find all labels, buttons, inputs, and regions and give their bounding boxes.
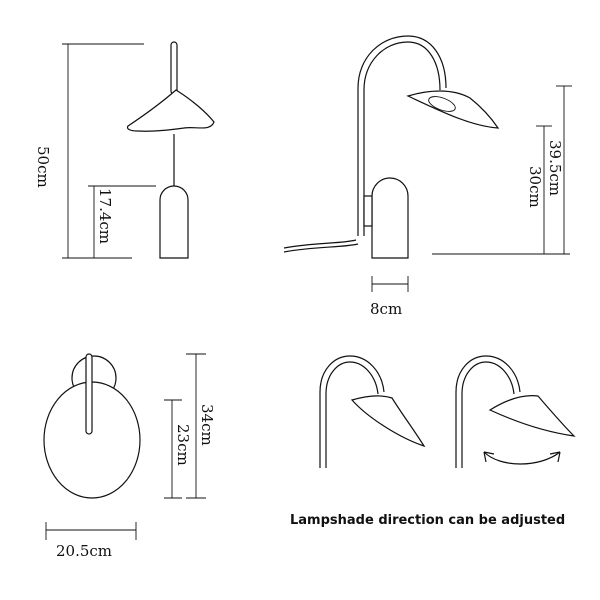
arc-arm-adjust-2-outer bbox=[455, 355, 521, 468]
arc-arm-adjust-1-outer bbox=[319, 355, 385, 468]
adjustment-view-2 bbox=[455, 355, 576, 468]
rotation-arrow bbox=[483, 451, 561, 465]
dim-total-height-label: 50cm bbox=[34, 146, 52, 188]
lampshade-side bbox=[406, 90, 500, 129]
rotation-arrow-head-left bbox=[483, 451, 495, 463]
arm-top bbox=[85, 353, 93, 435]
dim-shade-height-label: 39.5cm bbox=[546, 140, 564, 196]
side-view: 30cm 39.5cm 8cm bbox=[283, 35, 572, 318]
adjustment-view-1 bbox=[319, 355, 426, 468]
finial-rod bbox=[170, 41, 178, 95]
top-view: 34cm 23cm 20.5cm bbox=[43, 353, 216, 560]
arc-arm-outer bbox=[357, 35, 447, 236]
base-side bbox=[371, 177, 409, 259]
base-front bbox=[159, 185, 189, 259]
cable bbox=[283, 243, 359, 253]
lampshade-adjust-1 bbox=[350, 395, 426, 448]
lampshade-front bbox=[126, 89, 215, 132]
arc-arm-adjust-1-inner bbox=[325, 361, 379, 468]
dim-base-top-label: 30cm bbox=[526, 166, 544, 208]
dim-overall-top-label: 34cm bbox=[198, 404, 216, 446]
rotation-arrow-head-right bbox=[549, 451, 561, 463]
dim-base-height-label: 17.4cm bbox=[96, 188, 114, 244]
arc-arm-adjust-2-inner bbox=[461, 361, 515, 468]
lampshade-adjust-2 bbox=[488, 395, 576, 437]
bulb bbox=[428, 96, 456, 112]
arc-arm-inner bbox=[363, 41, 441, 236]
arm-mount bbox=[363, 195, 373, 227]
front-view: 50cm 17.4cm bbox=[34, 41, 215, 259]
cable-2 bbox=[283, 239, 357, 249]
dim-base-width-label: 8cm bbox=[370, 300, 402, 318]
adjustment-caption: Lampshade direction can be adjusted bbox=[290, 513, 565, 528]
dim-top-width-label: 20.5cm bbox=[56, 542, 112, 560]
dim-shade-top-label: 23cm bbox=[174, 424, 192, 466]
